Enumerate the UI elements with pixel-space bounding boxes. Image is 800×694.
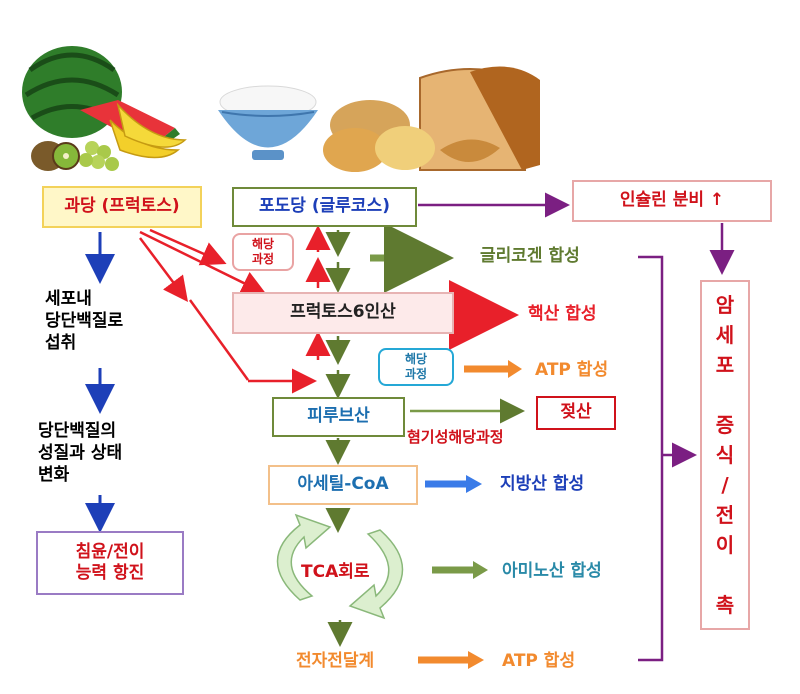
cancer-char-8: 전 <box>715 503 735 527</box>
invasion-line1: 침윤/전이 <box>75 541 145 562</box>
amino-acid-synthesis: 아미노산 합성 <box>502 561 602 581</box>
cancer-char-9: 이 <box>715 533 735 557</box>
invasion-box: 침윤/전이 능력 항진 <box>36 531 184 595</box>
glycolysis-mid-line2: 과정 <box>404 367 428 381</box>
left-step-2: 당단백질의 성질과 상태 변화 <box>38 420 188 486</box>
acetylcoa-box: 아세틸-CoA <box>268 465 418 505</box>
red-arrow-4a <box>188 299 250 381</box>
atp-synthesis-2: ATP 합성 <box>502 651 576 671</box>
electron-transport: 전자전달계 <box>296 651 375 671</box>
rice-bowl-icon <box>218 85 318 160</box>
kiwi-icon <box>31 141 80 171</box>
food-illustration <box>218 66 540 172</box>
bread-icon <box>323 66 540 172</box>
red-arrow-1 <box>149 228 227 266</box>
left-step-1-line1: 세포내 <box>45 289 92 309</box>
invasion-line2: 능력 항진 <box>75 563 145 583</box>
grapes-icon <box>79 141 119 171</box>
banana-icon <box>109 102 187 159</box>
red-arrow-2 <box>139 230 267 295</box>
left-step-1-line2: 당단백질로 <box>45 311 124 332</box>
glycolysis-mid-box: 해당 과정 <box>378 348 454 386</box>
cancer-char-5: 증 <box>715 413 735 437</box>
fructose6p-box: 프럭토스6인산 <box>232 292 454 334</box>
anaerobic-glycolysis: 혐기성해당과정 <box>407 428 504 446</box>
bracket <box>638 255 664 662</box>
glycolysis-top-line2: 과정 <box>251 252 275 266</box>
cancer-char-3: 포 <box>715 353 735 377</box>
pyruvate-box: 피루브산 <box>272 397 405 437</box>
cancer-char-6: 식 <box>715 443 735 467</box>
left-step-2-line2: 성질과 상태 <box>38 443 123 464</box>
cancer-char-2: 세 <box>715 323 735 347</box>
atp-synthesis-1: ATP 합성 <box>535 360 609 380</box>
glucose-box: 포도당 (글루코스) <box>232 187 417 227</box>
fatty-acid-synthesis: 지방산 합성 <box>500 474 585 494</box>
cancer-promotion-box: 암 세 포 증 식 / 전 이 촉 <box>700 280 750 630</box>
lactate-box: 젖산 <box>536 396 616 430</box>
left-step-2-line3: 변화 <box>38 465 70 486</box>
left-step-1-line3: 섭취 <box>45 333 77 354</box>
glycolysis-top-box: 해당 과정 <box>232 233 294 271</box>
glycolysis-mid-line1: 해당 <box>404 352 428 366</box>
cancer-char-7: / <box>721 473 729 497</box>
tca-cycle: TCA회로 <box>301 562 370 582</box>
left-step-2-line1: 당단백질의 <box>38 421 117 441</box>
red-arrow-3 <box>139 237 188 302</box>
fructose-box: 과당 (프럭토스) <box>42 186 202 228</box>
cancer-char-1: 암 <box>715 293 735 317</box>
glycolysis-top-line1: 해당 <box>251 237 275 251</box>
glycogen-synthesis: 글리코겐 합성 <box>480 246 580 266</box>
fruits-illustration <box>22 46 187 171</box>
cancer-char-11: 촉 <box>715 593 735 617</box>
left-step-1: 세포내 당단백질로 섭취 <box>45 288 195 354</box>
tca-cycle-arrows <box>276 513 404 620</box>
nucleic-acid-synthesis: 핵산 합성 <box>528 304 597 324</box>
insulin-box: 인슐린 분비 ↑ <box>572 180 772 222</box>
